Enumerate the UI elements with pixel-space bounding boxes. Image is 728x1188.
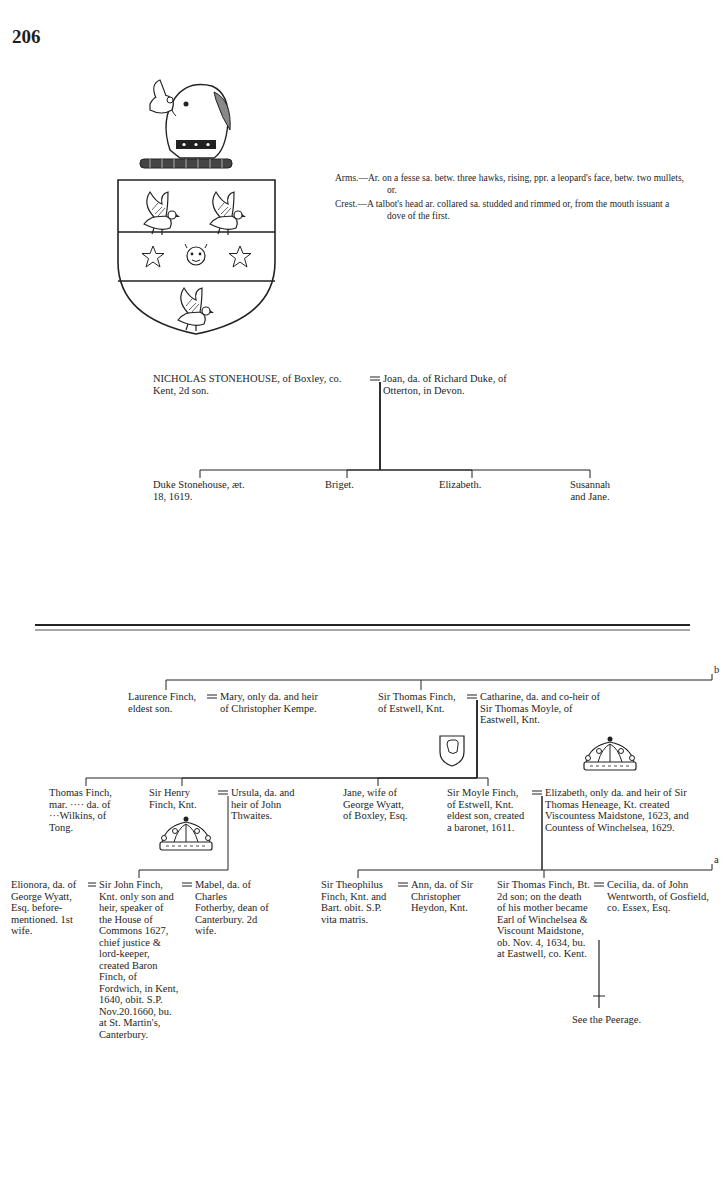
marriage-line bbox=[218, 791, 228, 794]
person-text: Sir Thomas Finch, Bt. 2d son; on the dea… bbox=[497, 879, 591, 960]
descent-line bbox=[347, 382, 380, 478]
person-text: Sir John Finch, Knt. only son and heir, … bbox=[99, 879, 179, 1040]
person-text: Sir Henry Finch, Knt. bbox=[149, 787, 215, 810]
descent-cross bbox=[593, 940, 605, 1008]
person-text: Briget. bbox=[325, 479, 369, 491]
person-entry: Mabel, da. of Charles Fotherby, dean of … bbox=[192, 878, 272, 938]
person-entry: Sir Moyle Finch, of Estwell, Knt. eldest… bbox=[444, 786, 532, 834]
person-text: Jane, wife of George Wyatt, of Boxley, E… bbox=[343, 787, 413, 822]
reference-note: b bbox=[714, 664, 719, 676]
person-entry: Duke Stonehouse, æt. 18, 1619. bbox=[150, 478, 250, 503]
descent-line bbox=[542, 796, 544, 878]
person-entry: Elizabeth. bbox=[436, 478, 508, 492]
marriage-line bbox=[370, 377, 380, 380]
person-text: Cecilia, da. of John Wentworth, of Gosfi… bbox=[607, 879, 719, 914]
person-text: Thomas Finch, mar. ···· da. of ···Wilkin… bbox=[49, 787, 123, 833]
person-entry: Sir Henry Finch, Knt. bbox=[146, 786, 218, 811]
person-entry: Thomas Finch, mar. ···· da. of ···Wilkin… bbox=[46, 786, 126, 834]
person-text: Sir Theophilus Finch, Knt. and Bart. obi… bbox=[321, 879, 395, 925]
crest-illustration bbox=[140, 80, 232, 168]
person-text: Joan, da. of Richard Duke, of Otterton, … bbox=[383, 373, 507, 396]
person-entry: Ann, da. of Sir Christopher Heydon, Knt. bbox=[408, 878, 484, 915]
marriage-line bbox=[88, 883, 96, 886]
person-entry: Laurence Finch, eldest son. bbox=[125, 690, 207, 715]
marriage-line bbox=[207, 695, 217, 698]
person-text: Elizabeth. bbox=[439, 479, 505, 491]
person-entry: Elionora, da. of George Wyatt, Esq. befo… bbox=[8, 878, 88, 938]
reference-note: a bbox=[714, 854, 719, 866]
person-entry: Sir Thomas Finch, Bt. 2d son; on the dea… bbox=[494, 878, 594, 961]
person-entry: Sir John Finch, Knt. only son and heir, … bbox=[96, 878, 182, 1041]
person-text: Laurence Finch, eldest son. bbox=[128, 691, 204, 714]
page-number: 206 bbox=[12, 26, 41, 48]
marriage-line bbox=[532, 791, 542, 794]
person-entry: Susannah and Jane. bbox=[558, 478, 622, 503]
descent-line bbox=[200, 382, 380, 478]
separator-rule bbox=[35, 624, 690, 626]
person-text: Elizabeth, only da. and heir of Sir Thom… bbox=[545, 787, 719, 833]
person-text: Sir Thomas Finch, of Estwell, Knt. bbox=[378, 691, 464, 714]
reference-note: See the Peerage. bbox=[572, 1014, 641, 1026]
person-entry: Mary, only da. and heir of Christopher K… bbox=[217, 690, 327, 715]
descent-line bbox=[380, 382, 590, 478]
marriage-line bbox=[467, 695, 477, 698]
marriage-line bbox=[594, 883, 604, 886]
person-text: Duke Stonehouse, æt. 18, 1619. bbox=[153, 479, 247, 502]
person-text: Catharine, da. and co-heir of Sir Thomas… bbox=[480, 691, 604, 726]
blazon-note: Crest.—A talbot's head ar. collared sa. … bbox=[335, 198, 685, 222]
person-text: Ursula, da. and heir of John Thwaites. bbox=[231, 787, 313, 822]
person-text: Mabel, da. of Charles Fotherby, dean of … bbox=[195, 879, 269, 937]
sibling-bar bbox=[166, 674, 712, 690]
person-text: Sir Moyle Finch, of Estwell, Knt. eldest… bbox=[447, 787, 529, 833]
small-shield-icon bbox=[440, 736, 464, 766]
person-entry: Ursula, da. and heir of John Thwaites. bbox=[228, 786, 316, 823]
descent-line bbox=[380, 382, 472, 478]
person-text: Ann, da. of Sir Christopher Heydon, Knt. bbox=[411, 879, 481, 914]
person-entry: NICHOLAS STONEHOUSE, of Boxley, co. Kent… bbox=[150, 372, 370, 397]
person-text: NICHOLAS STONEHOUSE, of Boxley, co. Kent… bbox=[153, 373, 367, 396]
person-entry: Jane, wife of George Wyatt, of Boxley, E… bbox=[340, 786, 416, 823]
person-entry: Sir Theophilus Finch, Knt. and Bart. obi… bbox=[318, 878, 398, 926]
person-entry: Elizabeth, only da. and heir of Sir Thom… bbox=[542, 786, 722, 834]
marriage-line bbox=[182, 883, 192, 886]
separator-rule bbox=[35, 630, 690, 631]
person-entry: Joan, da. of Richard Duke, of Otterton, … bbox=[380, 372, 510, 397]
person-entry: Cecilia, da. of John Wentworth, of Gosfi… bbox=[604, 878, 722, 915]
person-text: Mary, only da. and heir of Christopher K… bbox=[220, 691, 324, 714]
sibling-bar bbox=[544, 864, 712, 870]
blazon-note: Arms.—Ar. on a fesse sa. betw. three haw… bbox=[335, 172, 685, 196]
person-entry: Sir Thomas Finch, of Estwell, Knt. bbox=[375, 690, 467, 715]
person-text: Susannah and Jane. bbox=[561, 479, 619, 502]
shield-illustration bbox=[118, 180, 275, 334]
marriage-line bbox=[398, 883, 408, 886]
person-entry: Briget. bbox=[322, 478, 372, 492]
person-entry: Catharine, da. and co-heir of Sir Thomas… bbox=[477, 690, 607, 727]
person-text: Elionora, da. of George Wyatt, Esq. befo… bbox=[11, 879, 85, 937]
